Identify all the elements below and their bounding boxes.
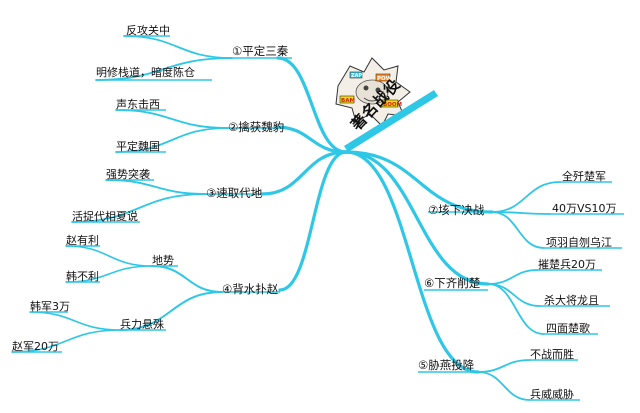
leaf-label: 项羽自刎乌江: [546, 236, 612, 249]
connector-line: [123, 35, 233, 59]
connector-line: [260, 150, 348, 196]
connector-line: [105, 179, 207, 195]
leaf-label: 四面楚歌: [546, 322, 590, 335]
leaf-label: 活捉代相夏说: [72, 210, 138, 223]
connector-line: [119, 291, 223, 331]
leaf-label: 韩军3万: [30, 300, 70, 313]
branch-label: ⑤胁燕投降: [418, 358, 475, 372]
leaf-label: 40万VS10万: [552, 202, 617, 215]
connector-line: [344, 150, 490, 286]
connector-line: [115, 127, 229, 153]
leaf-label: 平定魏国: [116, 140, 160, 153]
leaf-label: 全歼楚军: [562, 170, 606, 183]
branch-label: ⑦垓下决战: [428, 203, 485, 217]
leaf-label: 反攻关中: [126, 24, 170, 37]
connector-line: [487, 269, 539, 285]
group-label: 地势: [152, 254, 174, 267]
leaf-label: 摧楚兵20万: [538, 258, 596, 271]
sticker-word-bam: BAM: [341, 98, 355, 104]
branch-label: ③速取代地: [206, 186, 263, 200]
connector-line: [344, 150, 480, 374]
sticker-word-boom: BOOM: [383, 102, 402, 108]
connector-line: [65, 265, 153, 283]
branch-label: ④背水扑赵: [222, 282, 279, 296]
connector-line: [276, 56, 348, 154]
connector-line: [491, 181, 561, 213]
connector-line: [487, 283, 545, 335]
connector-line: [115, 109, 229, 129]
group-label: 兵力悬殊: [120, 318, 164, 331]
leaf-label: 不战而胜: [530, 348, 574, 361]
leaf-label: 强势突袭: [106, 168, 150, 181]
leaf-label: 声东击西: [116, 98, 160, 111]
sticker-word-pow: POW: [377, 76, 392, 82]
connector-line: [95, 57, 233, 81]
connector-line: [491, 211, 545, 249]
leaf-label: 韩不利: [66, 270, 99, 283]
branch-label: ①平定三秦: [232, 44, 289, 58]
connector-line: [151, 265, 223, 293]
connector-line: [278, 150, 348, 292]
leaf-label: 兵威威胁: [530, 388, 574, 401]
leaf-label: 赵军20万: [12, 340, 59, 353]
connector-line: [487, 283, 541, 307]
connector-line: [477, 371, 531, 401]
connector-line: [65, 245, 153, 267]
sticker-word-zap: ZAP: [351, 73, 362, 79]
connector-line: [71, 193, 207, 223]
connector-line: [29, 311, 121, 331]
branch-label: ⑥下齐削楚: [424, 276, 481, 290]
connector-line: [11, 329, 121, 353]
branch-label: ②擒获魏豹: [228, 120, 285, 134]
explosion-sticker-icon: BAM BOOM POW ZAP: [335, 57, 411, 127]
leaf-label: 明修栈道，暗度陈仓: [96, 66, 195, 79]
connector-line: [344, 150, 494, 214]
connector-line: [477, 359, 531, 373]
leaf-label: 杀大将龙且: [544, 294, 599, 307]
central-bar: [344, 90, 438, 152]
leaf-label: 赵有利: [66, 234, 99, 247]
connector-line: [274, 125, 348, 154]
